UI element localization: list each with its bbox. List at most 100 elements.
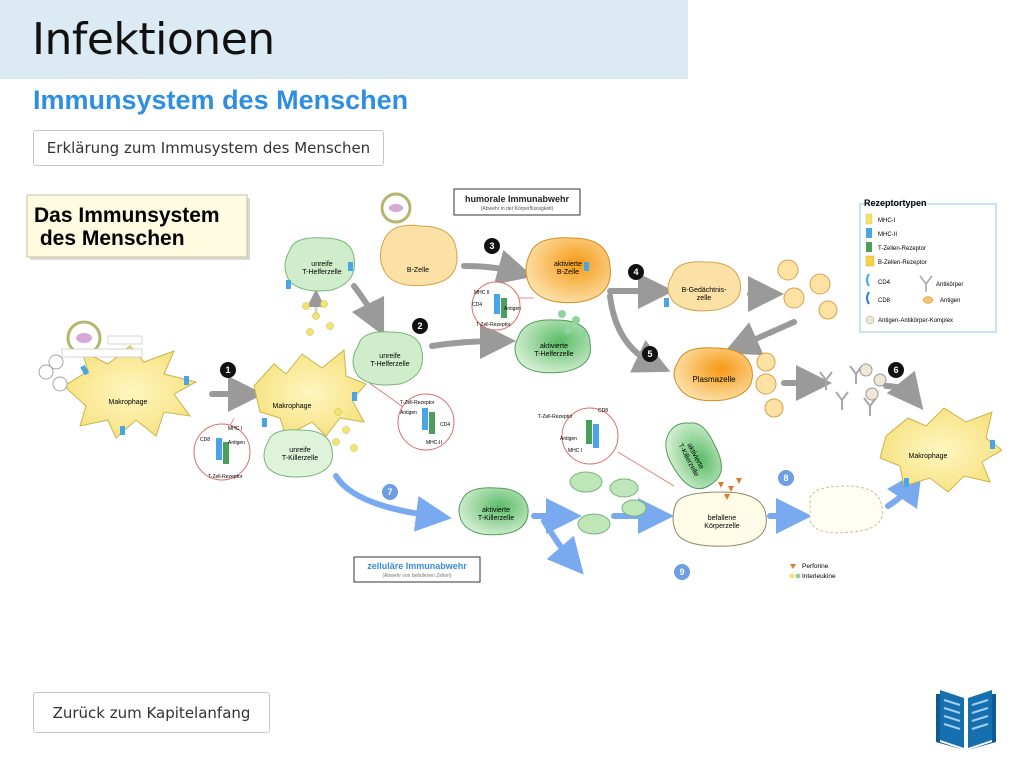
svg-text:T-Killerzelle: T-Killerzelle — [478, 515, 514, 522]
b-zelle: B-Zelle — [380, 224, 458, 287]
svg-text:MHC I: MHC I — [568, 448, 582, 454]
aktivierte-b-zelle: aktivierte B-Zelle — [525, 237, 611, 304]
diagram-title-line1: Das Immunsystem — [34, 204, 220, 227]
detail-circle-mhc2-bottom: T-Zell-Rezeptor Antigen CD4 MHC-II — [397, 393, 455, 451]
svg-text:T-Helferzelle: T-Helferzelle — [534, 351, 573, 358]
book-icon[interactable] — [934, 688, 998, 750]
svg-text:T-Helferzelle: T-Helferzelle — [370, 361, 409, 368]
svg-text:T-Zell-Rezeptor: T-Zell-Rezeptor — [476, 322, 511, 328]
antigen-particles — [302, 300, 358, 452]
svg-text:befallene: befallene — [708, 515, 737, 522]
unreife-t-killerzelle: unreife T-Killerzelle — [263, 429, 334, 478]
svg-text:MHC II: MHC II — [474, 290, 490, 296]
detail-circle-mhc1: MHC I CD8 Antigen T-Zell-Rezeptor — [193, 423, 251, 481]
svg-text:MHC II: MHC II — [25, 186, 29, 188]
svg-text:CD8: CD8 — [598, 408, 608, 414]
aktivierte-t-killerzelle-rotated: aktivierte T-Killerzelle — [665, 422, 722, 490]
diagram-title-box: Das Immunsystem des Menschen — [26, 194, 250, 260]
svg-text:T-Zell-Rezeptor: T-Zell-Rezeptor — [208, 474, 243, 480]
svg-text:Makrophage: Makrophage — [109, 399, 148, 406]
makrophage-left-cell: Makrophage — [63, 345, 198, 439]
svg-text:Perforine: Perforine — [802, 563, 829, 570]
svg-text:aktivierte: aktivierte — [554, 261, 582, 268]
interleukin-particles — [558, 310, 586, 338]
aktivierte-t-killerzelle: aktivierte T-Killerzelle — [458, 487, 529, 536]
svg-text:T-Zell-Rezeptor: T-Zell-Rezeptor — [538, 414, 573, 420]
svg-text:CD4: CD4 — [878, 280, 891, 286]
svg-text:CD8: CD8 — [878, 298, 891, 304]
svg-text:B-Zellen-Rezeptor: B-Zellen-Rezeptor — [878, 260, 927, 266]
svg-text:Antigen: Antigen — [560, 436, 577, 442]
svg-text:Körperzelle: Körperzelle — [704, 523, 740, 530]
humoral-label: humorale Immunabwehr (Abwehr in der Körp… — [453, 188, 581, 216]
svg-text:zelle: zelle — [697, 295, 712, 302]
svg-text:B-Gedächtnis-: B-Gedächtnis- — [682, 287, 727, 294]
perforine-legend: Perforine Interleukine — [789, 563, 836, 580]
svg-text:5: 5 — [647, 349, 652, 359]
step-markers: 1 2 3 4 5 6 7 8 9 — [220, 238, 904, 580]
svg-text:Antikörper: Antikörper — [936, 282, 963, 288]
receptor-legend: Rezeptortypen MHC-I MHC-II T-Zellen-Reze… — [859, 198, 997, 333]
antigen-antibody-complexes — [859, 363, 887, 401]
svg-text:unreife: unreife — [289, 447, 311, 454]
svg-text:Antigen: Antigen — [400, 410, 417, 416]
svg-text:(Abwehr in der Körperflüssigke: (Abwehr in der Körperflüssigkeit) — [481, 206, 554, 212]
svg-text:Makrophage: Makrophage — [273, 403, 312, 410]
svg-text:zelluläre Immunabwehr: zelluläre Immunabwehr — [367, 561, 467, 571]
svg-text:CD4: CD4 — [472, 302, 482, 308]
svg-text:4: 4 — [633, 267, 638, 277]
svg-text:Plasmazelle: Plasmazelle — [692, 375, 736, 384]
b-gedaechtniszelle: B-Gedächtnis- zelle — [667, 261, 741, 312]
svg-text:Antigen: Antigen — [228, 440, 245, 446]
aktivierte-t-helferzelle: aktivierte T-Helferzelle — [514, 319, 591, 374]
svg-text:Antigen: Antigen — [504, 306, 521, 312]
svg-text:T-Zell-Rezeptor: T-Zell-Rezeptor — [400, 400, 435, 406]
svg-text:MHC-I: MHC-I — [878, 218, 896, 224]
diagram-title-line2: des Menschen — [34, 227, 185, 250]
svg-text:8: 8 — [783, 473, 788, 483]
svg-text:T-Helferzelle: T-Helferzelle — [302, 269, 341, 276]
back-to-chapter-button[interactable]: Zurück zum Kapitelanfang — [33, 692, 270, 733]
svg-text:3: 3 — [489, 241, 494, 251]
svg-text:Interleukine: Interleukine — [802, 573, 836, 580]
page-title: Infektionen — [32, 14, 275, 65]
destroyed-cell — [809, 485, 883, 534]
perforine-particles — [718, 478, 742, 500]
detail-circle-mhc2-top: MHC II CD4 Antigen T-Zell-Rezeptor — [471, 281, 521, 331]
makrophage-right-cell: Makrophage — [879, 407, 1002, 493]
svg-text:unreife: unreife — [379, 353, 401, 360]
unreife-t-helferzelle-2: unreife T-Helferzelle — [352, 331, 424, 386]
plasmazelle: Plasmazelle — [673, 347, 753, 402]
svg-text:T-Killerzelle: T-Killerzelle — [282, 455, 318, 462]
svg-text:humorale Immunabwehr: humorale Immunabwehr — [465, 194, 570, 204]
unreife-t-helferzelle-1: unreife T-Helferzelle — [284, 237, 356, 292]
svg-text:MHC I: MHC I — [228, 426, 242, 432]
svg-text:aktivierte: aktivierte — [482, 507, 510, 514]
svg-text:Antigen: Antigen — [940, 298, 960, 304]
header-band — [0, 0, 688, 79]
svg-text:Rezeptortypen: Rezeptortypen — [864, 198, 927, 208]
svg-text:1: 1 — [225, 365, 230, 375]
t-killer-clones — [569, 471, 647, 535]
pathogens — [38, 192, 412, 392]
svg-text:B-Zelle: B-Zelle — [407, 267, 429, 274]
svg-text:2: 2 — [417, 321, 422, 331]
immune-system-diagram: Das Immunsystem des Menschen humorale Im… — [24, 186, 1002, 592]
befallene-koerperzelle: befallene Körperzelle — [672, 491, 767, 547]
svg-text:(Abwehr von befallenen Zellen): (Abwehr von befallenen Zellen) — [382, 573, 452, 579]
svg-text:MHC-II: MHC-II — [878, 232, 897, 238]
svg-text:CD4: CD4 — [440, 422, 450, 428]
cellular-label: zelluläre Immunabwehr (Abwehr von befall… — [353, 556, 481, 583]
svg-text:unreife: unreife — [311, 261, 333, 268]
svg-text:7: 7 — [387, 487, 392, 497]
svg-text:T-Zellen-Rezeptor: T-Zellen-Rezeptor — [878, 246, 926, 252]
svg-text:B-Zelle: B-Zelle — [557, 269, 579, 276]
svg-text:CD8: CD8 — [200, 437, 210, 443]
explain-immune-system-button[interactable]: Erklärung zum Immusystem des Menschen — [33, 130, 384, 166]
svg-text:aktivierte: aktivierte — [540, 343, 568, 350]
svg-text:9: 9 — [679, 567, 684, 577]
makrophage-mid-cell: Makrophage — [253, 349, 367, 437]
svg-text:Antigen-Antikörper-Komplex: Antigen-Antikörper-Komplex — [878, 318, 953, 324]
b-cell-clusters — [755, 259, 838, 418]
svg-text:6: 6 — [893, 365, 898, 375]
